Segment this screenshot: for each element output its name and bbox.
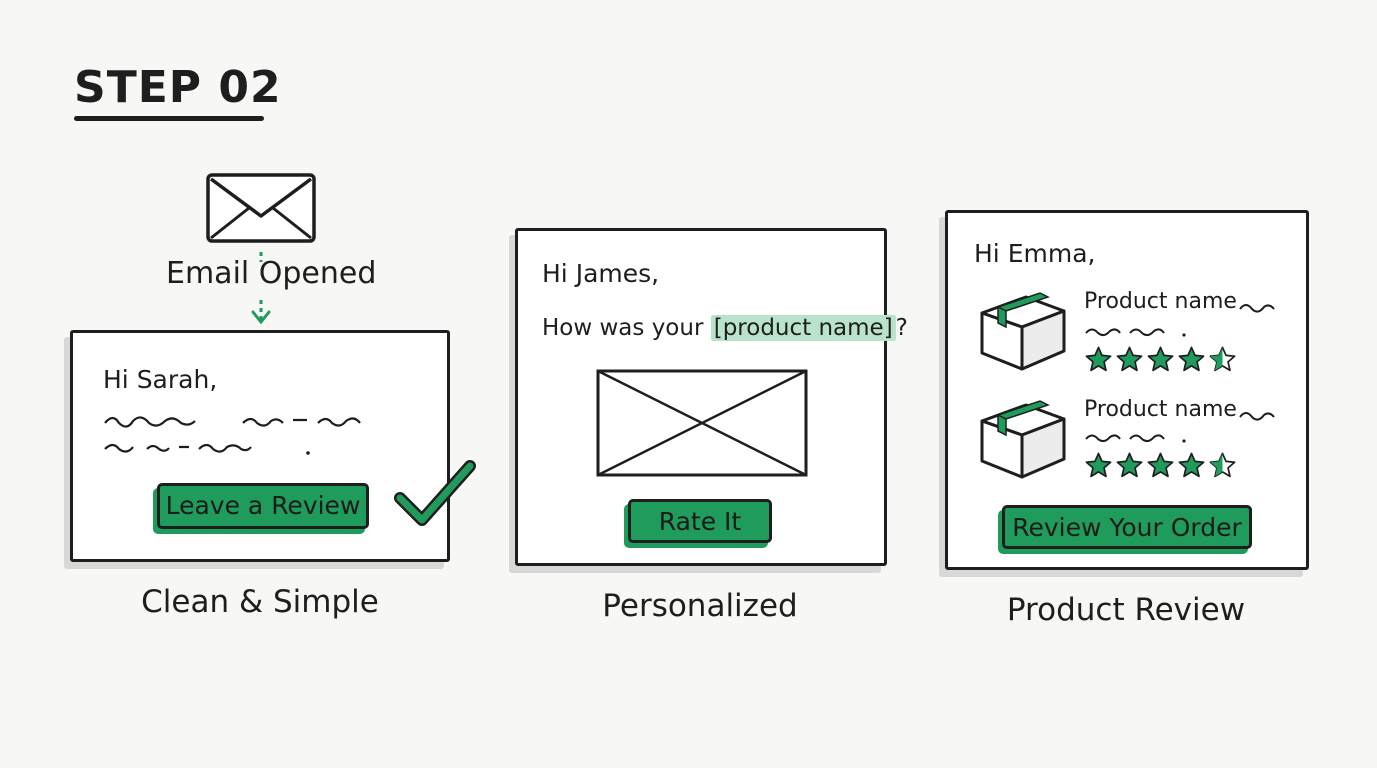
body-text-scribble	[104, 416, 361, 455]
step-title: STEP 02	[74, 62, 282, 113]
checkmark-icon	[394, 460, 476, 526]
card-greeting: Hi Emma,	[974, 239, 1096, 268]
step-title-underline	[74, 116, 264, 121]
email-card-clean-simple: Hi Sarah, Leave a Review	[70, 330, 450, 562]
caption-product-review: Product Review	[1006, 592, 1246, 628]
product-name: Product name	[1084, 289, 1237, 314]
email-opened-label: Email Opened	[166, 256, 377, 291]
star-icon	[1116, 346, 1143, 372]
review-your-order-button[interactable]: Review Your Order	[1002, 505, 1252, 549]
leave-review-button[interactable]: Leave a Review	[157, 483, 369, 529]
arrow-down-icon	[251, 252, 271, 325]
product-name-token: [product name]	[710, 315, 896, 341]
email-card-product-review: Hi Emma, Product name Product name	[945, 210, 1309, 570]
caption-personalized: Personalized	[602, 588, 798, 624]
package-icon	[980, 292, 1066, 371]
product-desc-scribble	[1085, 328, 1186, 337]
rating-stars	[1084, 345, 1237, 374]
star-icon	[1178, 452, 1205, 478]
caption-clean-simple: Clean & Simple	[141, 584, 379, 620]
email-card-personalized: Hi James, How was your [product name]? R…	[515, 228, 908, 566]
product-desc-scribble	[1085, 434, 1186, 443]
star-icon	[1178, 346, 1205, 372]
rating-stars	[1084, 451, 1237, 480]
star-half-icon	[1209, 452, 1236, 478]
star-icon	[1147, 346, 1174, 372]
card-greeting: Hi Sarah,	[103, 365, 218, 394]
star-icon	[1085, 346, 1112, 372]
product-name-scribble	[1239, 304, 1275, 313]
star-half-icon	[1209, 346, 1236, 372]
image-placeholder-icon	[596, 369, 808, 477]
star-icon	[1116, 452, 1143, 478]
star-icon	[1147, 452, 1174, 478]
question-suffix: ?	[895, 315, 908, 341]
card-question: How was your [product name]?	[542, 315, 908, 341]
product-name-scribble	[1239, 412, 1275, 421]
product-name: Product name	[1084, 397, 1237, 422]
envelope-icon	[206, 173, 316, 243]
star-icon	[1085, 452, 1112, 478]
question-prefix: How was your	[542, 315, 711, 341]
card-greeting: Hi James,	[542, 259, 660, 288]
rate-it-button[interactable]: Rate It	[628, 499, 772, 543]
package-icon	[980, 400, 1066, 479]
